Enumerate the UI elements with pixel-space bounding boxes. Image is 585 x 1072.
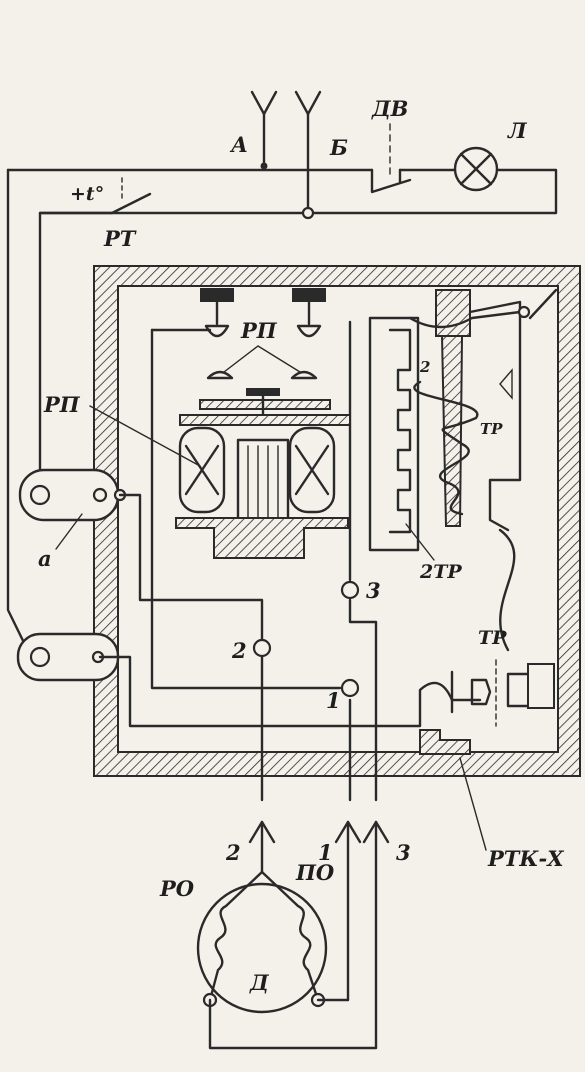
plug-connectors bbox=[248, 820, 390, 1050]
relay-coil-right bbox=[288, 426, 336, 514]
socket-a bbox=[250, 90, 278, 170]
plug-3-label: 3 bbox=[396, 840, 411, 865]
door-switch-label: ДВ bbox=[371, 96, 408, 121]
start-relay bbox=[175, 370, 351, 559]
terminal-block-upper bbox=[18, 468, 127, 522]
lamp-icon bbox=[453, 146, 499, 192]
socket-a-label: А bbox=[229, 132, 248, 157]
thermostat-temp-label: +t° bbox=[70, 183, 104, 205]
relay-coil-left bbox=[178, 426, 226, 514]
overload-contact bbox=[419, 528, 555, 755]
pin-3-label: 3 bbox=[366, 578, 381, 603]
pin-1 bbox=[340, 678, 360, 698]
pin-1-label: 1 bbox=[326, 688, 341, 713]
thermostat-switch bbox=[38, 177, 152, 490]
winding-ro-label: РО bbox=[159, 876, 195, 901]
contact-tr-label: ТР bbox=[478, 627, 507, 649]
pin-2 bbox=[252, 638, 272, 658]
relay-rp-top-label: РП bbox=[240, 318, 278, 343]
pin-3 bbox=[340, 580, 360, 600]
motor-label: Д bbox=[249, 970, 270, 995]
heater-tr-label: ТР bbox=[480, 420, 503, 438]
relay-housing bbox=[93, 265, 581, 777]
relay-rp-left-label: РП bbox=[43, 392, 81, 417]
external-circuit: А Б ДВ Л +t° РТ bbox=[6, 90, 558, 657]
plug-1-label: 1 bbox=[318, 840, 333, 865]
door-switch bbox=[370, 123, 412, 194]
pin-2-label: 2 bbox=[231, 638, 247, 663]
socket-b bbox=[294, 90, 322, 215]
motor bbox=[196, 870, 378, 1050]
bimetal-2tr-label: 2ТР bbox=[419, 561, 462, 583]
plug-2-label: 2 bbox=[225, 840, 241, 865]
lamp-label: Л bbox=[507, 118, 528, 143]
winding-po-label: ПО bbox=[295, 860, 335, 885]
upper-contacts bbox=[200, 288, 326, 338]
socket-b-label: Б bbox=[329, 135, 348, 160]
thermostat-label: РТ bbox=[103, 226, 137, 251]
terminal-block-label: а bbox=[38, 546, 52, 571]
internal-wiring bbox=[98, 320, 454, 802]
housing-label: РТК-Х bbox=[487, 846, 564, 871]
coil-mark-label: 2 bbox=[419, 358, 430, 376]
thermal-relay bbox=[368, 288, 558, 552]
